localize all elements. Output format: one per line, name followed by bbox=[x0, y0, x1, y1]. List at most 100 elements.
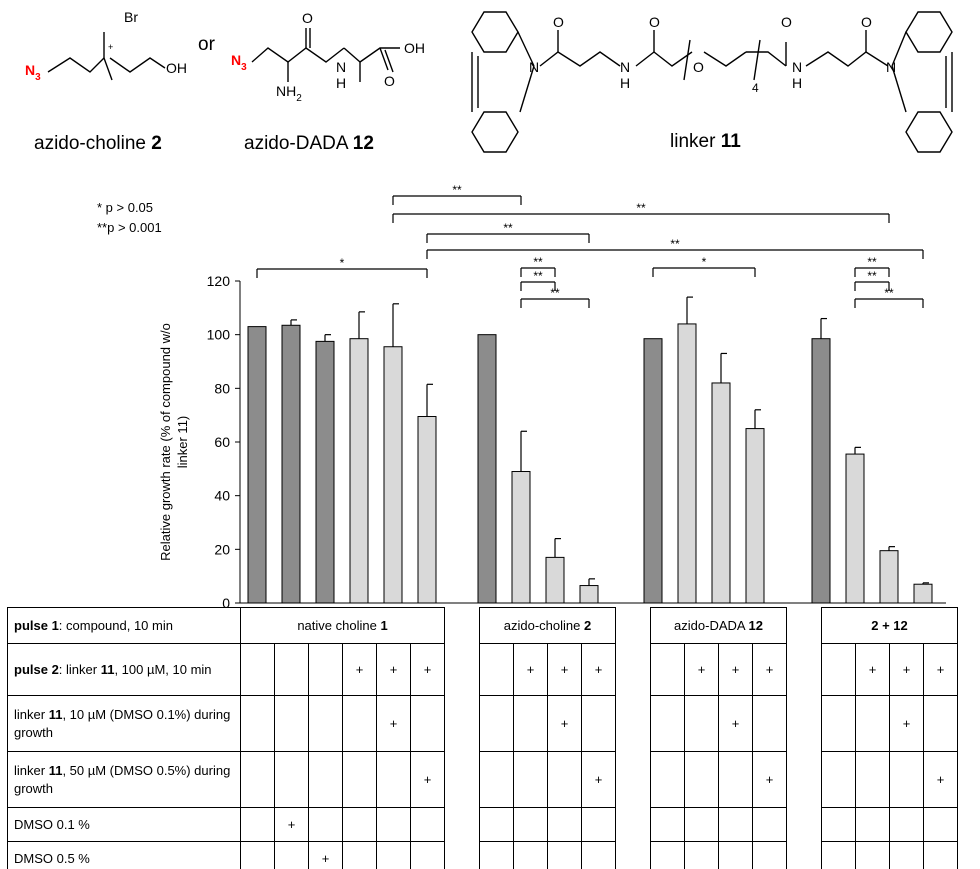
group-gap bbox=[786, 841, 822, 869]
row-label: pulse 1: compound, 10 min bbox=[7, 607, 241, 644]
condition-cell bbox=[308, 751, 343, 808]
linker-o1: O bbox=[553, 14, 564, 30]
bar bbox=[511, 471, 531, 604]
condition-cell bbox=[274, 841, 309, 869]
significance-label: ** bbox=[670, 237, 680, 251]
condition-cell bbox=[889, 751, 924, 808]
condition-cell: + bbox=[410, 643, 445, 696]
condition-cell bbox=[240, 841, 275, 869]
group-gap bbox=[444, 841, 480, 869]
condition-cell: + bbox=[513, 643, 548, 696]
y-tick-label: 0 bbox=[222, 595, 230, 607]
condition-cell bbox=[923, 841, 958, 869]
group-header: azido-DADA 12 bbox=[650, 607, 787, 644]
bar bbox=[879, 550, 899, 604]
condition-cell: + bbox=[547, 643, 582, 696]
group-gap bbox=[444, 807, 480, 842]
linker-o2: O bbox=[649, 14, 660, 30]
condition-cell bbox=[821, 751, 856, 808]
condition-cell bbox=[274, 751, 309, 808]
y-tick-label: 60 bbox=[214, 434, 230, 450]
group-header: 2 + 12 bbox=[821, 607, 958, 644]
dada-h: H bbox=[336, 75, 346, 91]
condition-cell bbox=[581, 841, 616, 869]
condition-cell bbox=[479, 643, 514, 696]
condition-cell bbox=[240, 643, 275, 696]
group-gap bbox=[786, 807, 822, 842]
condition-cell bbox=[410, 841, 445, 869]
condition-cell bbox=[889, 807, 924, 842]
row-label: linker 11, 50 µM (DMSO 0.5%) during grow… bbox=[7, 751, 241, 808]
condition-cell: + bbox=[855, 643, 890, 696]
chemical-structures: N3 + Br OH or N3 O N H NH2 OH O bbox=[25, 9, 953, 153]
condition-cell bbox=[752, 807, 787, 842]
condition-cell bbox=[923, 807, 958, 842]
condition-cell bbox=[684, 695, 719, 752]
dada-n: N bbox=[336, 59, 346, 75]
condition-cell bbox=[274, 695, 309, 752]
p-value-note-2: **p > 0.001 bbox=[97, 220, 162, 235]
bar bbox=[315, 340, 335, 604]
condition-cell bbox=[752, 695, 787, 752]
condition-cell bbox=[650, 807, 685, 842]
condition-cell bbox=[240, 807, 275, 842]
bar bbox=[913, 583, 933, 604]
condition-cell bbox=[410, 695, 445, 752]
significance-label: ** bbox=[636, 201, 646, 215]
significance-label: * bbox=[702, 255, 707, 269]
group-header: native choline 1 bbox=[240, 607, 445, 644]
dada-o: O bbox=[302, 10, 313, 26]
condition-cell bbox=[684, 807, 719, 842]
condition-cell: + bbox=[376, 695, 411, 752]
linker-n3: N bbox=[792, 59, 802, 75]
group-gap bbox=[615, 607, 651, 644]
condition-cell: + bbox=[376, 643, 411, 696]
bar bbox=[811, 338, 831, 604]
bar bbox=[349, 338, 369, 604]
condition-cell bbox=[650, 751, 685, 808]
azido-dada-structure bbox=[251, 28, 400, 82]
linker-n4: N bbox=[886, 59, 896, 75]
condition-cell bbox=[718, 841, 753, 869]
condition-cell bbox=[855, 807, 890, 842]
condition-cell bbox=[376, 751, 411, 808]
condition-cell bbox=[650, 695, 685, 752]
table-row: DMSO 0.5 %+ bbox=[7, 841, 958, 869]
condition-cell: + bbox=[581, 751, 616, 808]
condition-cell bbox=[342, 807, 377, 842]
condition-cell: + bbox=[547, 695, 582, 752]
group-gap bbox=[444, 695, 480, 752]
condition-cell: + bbox=[718, 695, 753, 752]
condition-cell bbox=[240, 695, 275, 752]
condition-cell: + bbox=[342, 643, 377, 696]
condition-cell: + bbox=[718, 643, 753, 696]
condition-cell bbox=[308, 807, 343, 842]
condition-cell bbox=[308, 643, 343, 696]
condition-cell bbox=[821, 807, 856, 842]
significance-label: ** bbox=[550, 286, 560, 300]
condition-cell: + bbox=[752, 643, 787, 696]
condition-cell bbox=[821, 841, 856, 869]
condition-cell bbox=[718, 751, 753, 808]
significance-label: ** bbox=[503, 221, 513, 235]
group-gap bbox=[786, 695, 822, 752]
significance-label: ** bbox=[533, 255, 543, 269]
y-tick-label: 40 bbox=[214, 488, 230, 504]
condition-cell: + bbox=[889, 643, 924, 696]
condition-cell: + bbox=[684, 643, 719, 696]
azido-dada-caption: azido-DADA 12 bbox=[244, 133, 374, 154]
table-row: linker 11, 50 µM (DMSO 0.5%) during grow… bbox=[7, 751, 958, 808]
group-gap bbox=[615, 841, 651, 869]
table-row: pulse 2: linker 11, 100 µM, 10 min++++++… bbox=[7, 643, 958, 696]
condition-cell bbox=[513, 751, 548, 808]
bar bbox=[643, 338, 663, 604]
choline-oh: OH bbox=[166, 60, 187, 76]
condition-cell bbox=[513, 695, 548, 752]
or-text: or bbox=[198, 34, 216, 55]
significance-label: ** bbox=[452, 183, 462, 197]
condition-cell bbox=[718, 807, 753, 842]
condition-cell bbox=[855, 841, 890, 869]
condition-cell bbox=[684, 841, 719, 869]
y-tick-label: 120 bbox=[207, 273, 231, 289]
